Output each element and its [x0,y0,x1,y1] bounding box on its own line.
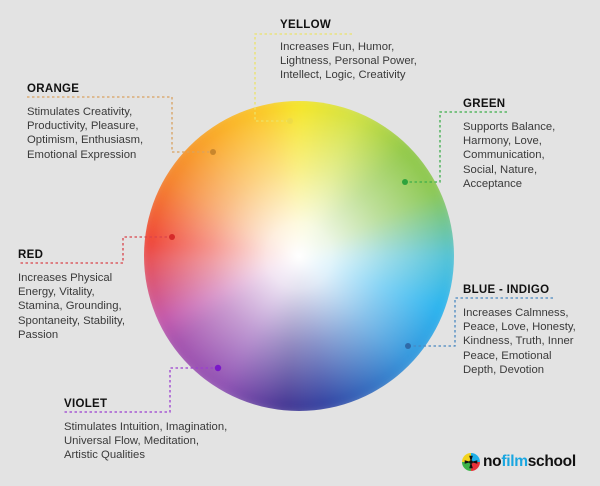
blue-indigo-dot [405,343,411,349]
description-line: Artistic Qualities [64,449,145,462]
label-orange-title: ORANGE [27,83,80,95]
yellow-connector [254,33,352,122]
nofilmschool-logo-icon [462,453,480,471]
description-line: Increases Calmness, [463,307,569,319]
label-green-description: Supports Balance, Harmony, Love, Communi… [463,120,555,191]
label-red-description: Increases Physical Energy, Vitality, Sta… [18,271,125,342]
description-line: Intellect, Logic, Creativity [280,69,406,82]
yellow-dot [287,118,293,124]
description-line: Depth, Devotion [463,363,545,376]
label-violet-title: VIOLET [64,398,108,410]
description-line: Passion [18,328,59,341]
label-red-title: RED [18,249,44,261]
description-line: Harmony, Love, [463,135,542,148]
description-line: Increases Fun, Humor, [280,41,395,53]
description-line: Communication, [463,149,545,162]
label-yellow: YELLOW Increases Fun, Humor, Lightness, … [280,18,417,83]
orange-dot [210,149,216,155]
description-line: Universal Flow, Meditation, [64,435,199,448]
description-line: Productivity, Pleasure, [27,120,139,133]
logo-text-suffix: school [527,453,576,470]
description-line: Peace, Emotional [463,349,552,362]
logo-text-accent: film [501,453,528,470]
label-orange: ORANGE Stimulates Creativity, Productivi… [27,82,143,162]
green-connector [405,111,507,183]
description-line: Peace, Love, Honesty, [463,321,576,334]
orange-connector [27,96,213,153]
description-line: Acceptance [463,177,523,190]
description-line: Social, Nature, [463,163,538,176]
label-green: GREEN Supports Balance, Harmony, Love, C… [463,97,555,191]
description-line: Increases Physical [18,272,113,284]
description-line: Spontaneity, Stability, [18,314,125,327]
blue-indigo-connector [408,297,553,347]
label-green-title: GREEN [463,98,506,110]
color-wheel [144,101,454,411]
description-line: Emotional Expression [27,148,137,161]
label-yellow-description: Increases Fun, Humor, Lightness, Persona… [280,40,417,83]
violet-dot [214,364,222,372]
label-orange-description: Stimulates Creativity, Productivity, Ple… [27,105,143,162]
description-line: Optimism, Enthusiasm, [27,134,144,147]
description-line: Stamina, Grounding, [18,300,122,313]
description-line: Stimulates Creativity, [27,106,133,118]
label-violet-description: Stimulates Intuition, Imagination, Unive… [64,420,227,463]
label-red: RED Increases Physical Energy, Vitality,… [18,248,125,342]
green-dot [402,179,408,185]
description-line: Stimulates Intuition, Imagination, [64,421,228,433]
nofilmschool-wordmark: nofilmschool [483,453,576,471]
violet-connector [63,367,218,413]
label-blue-indigo-description: Increases Calmness, Peace, Love, Honesty… [463,306,576,377]
red-dot [169,234,175,240]
description-line: Supports Balance, [463,121,556,133]
nofilmschool-logo: nofilmschool [462,452,576,472]
red-connector [18,236,172,264]
description-line: Kindness, Truth, Inner [463,335,574,348]
description-line: Lightness, Personal Power, [280,55,417,68]
label-violet: VIOLET Stimulates Intuition, Imagination… [64,397,227,463]
color-wheel-white-center [144,101,454,411]
label-blue-indigo: BLUE - INDIGO Increases Calmness, Peace,… [463,283,576,377]
label-yellow-title: YELLOW [280,19,331,31]
logo-text-prefix: no [483,453,502,470]
description-line: Energy, Vitality, [18,286,95,299]
label-blue-indigo-title: BLUE - INDIGO [463,284,550,296]
